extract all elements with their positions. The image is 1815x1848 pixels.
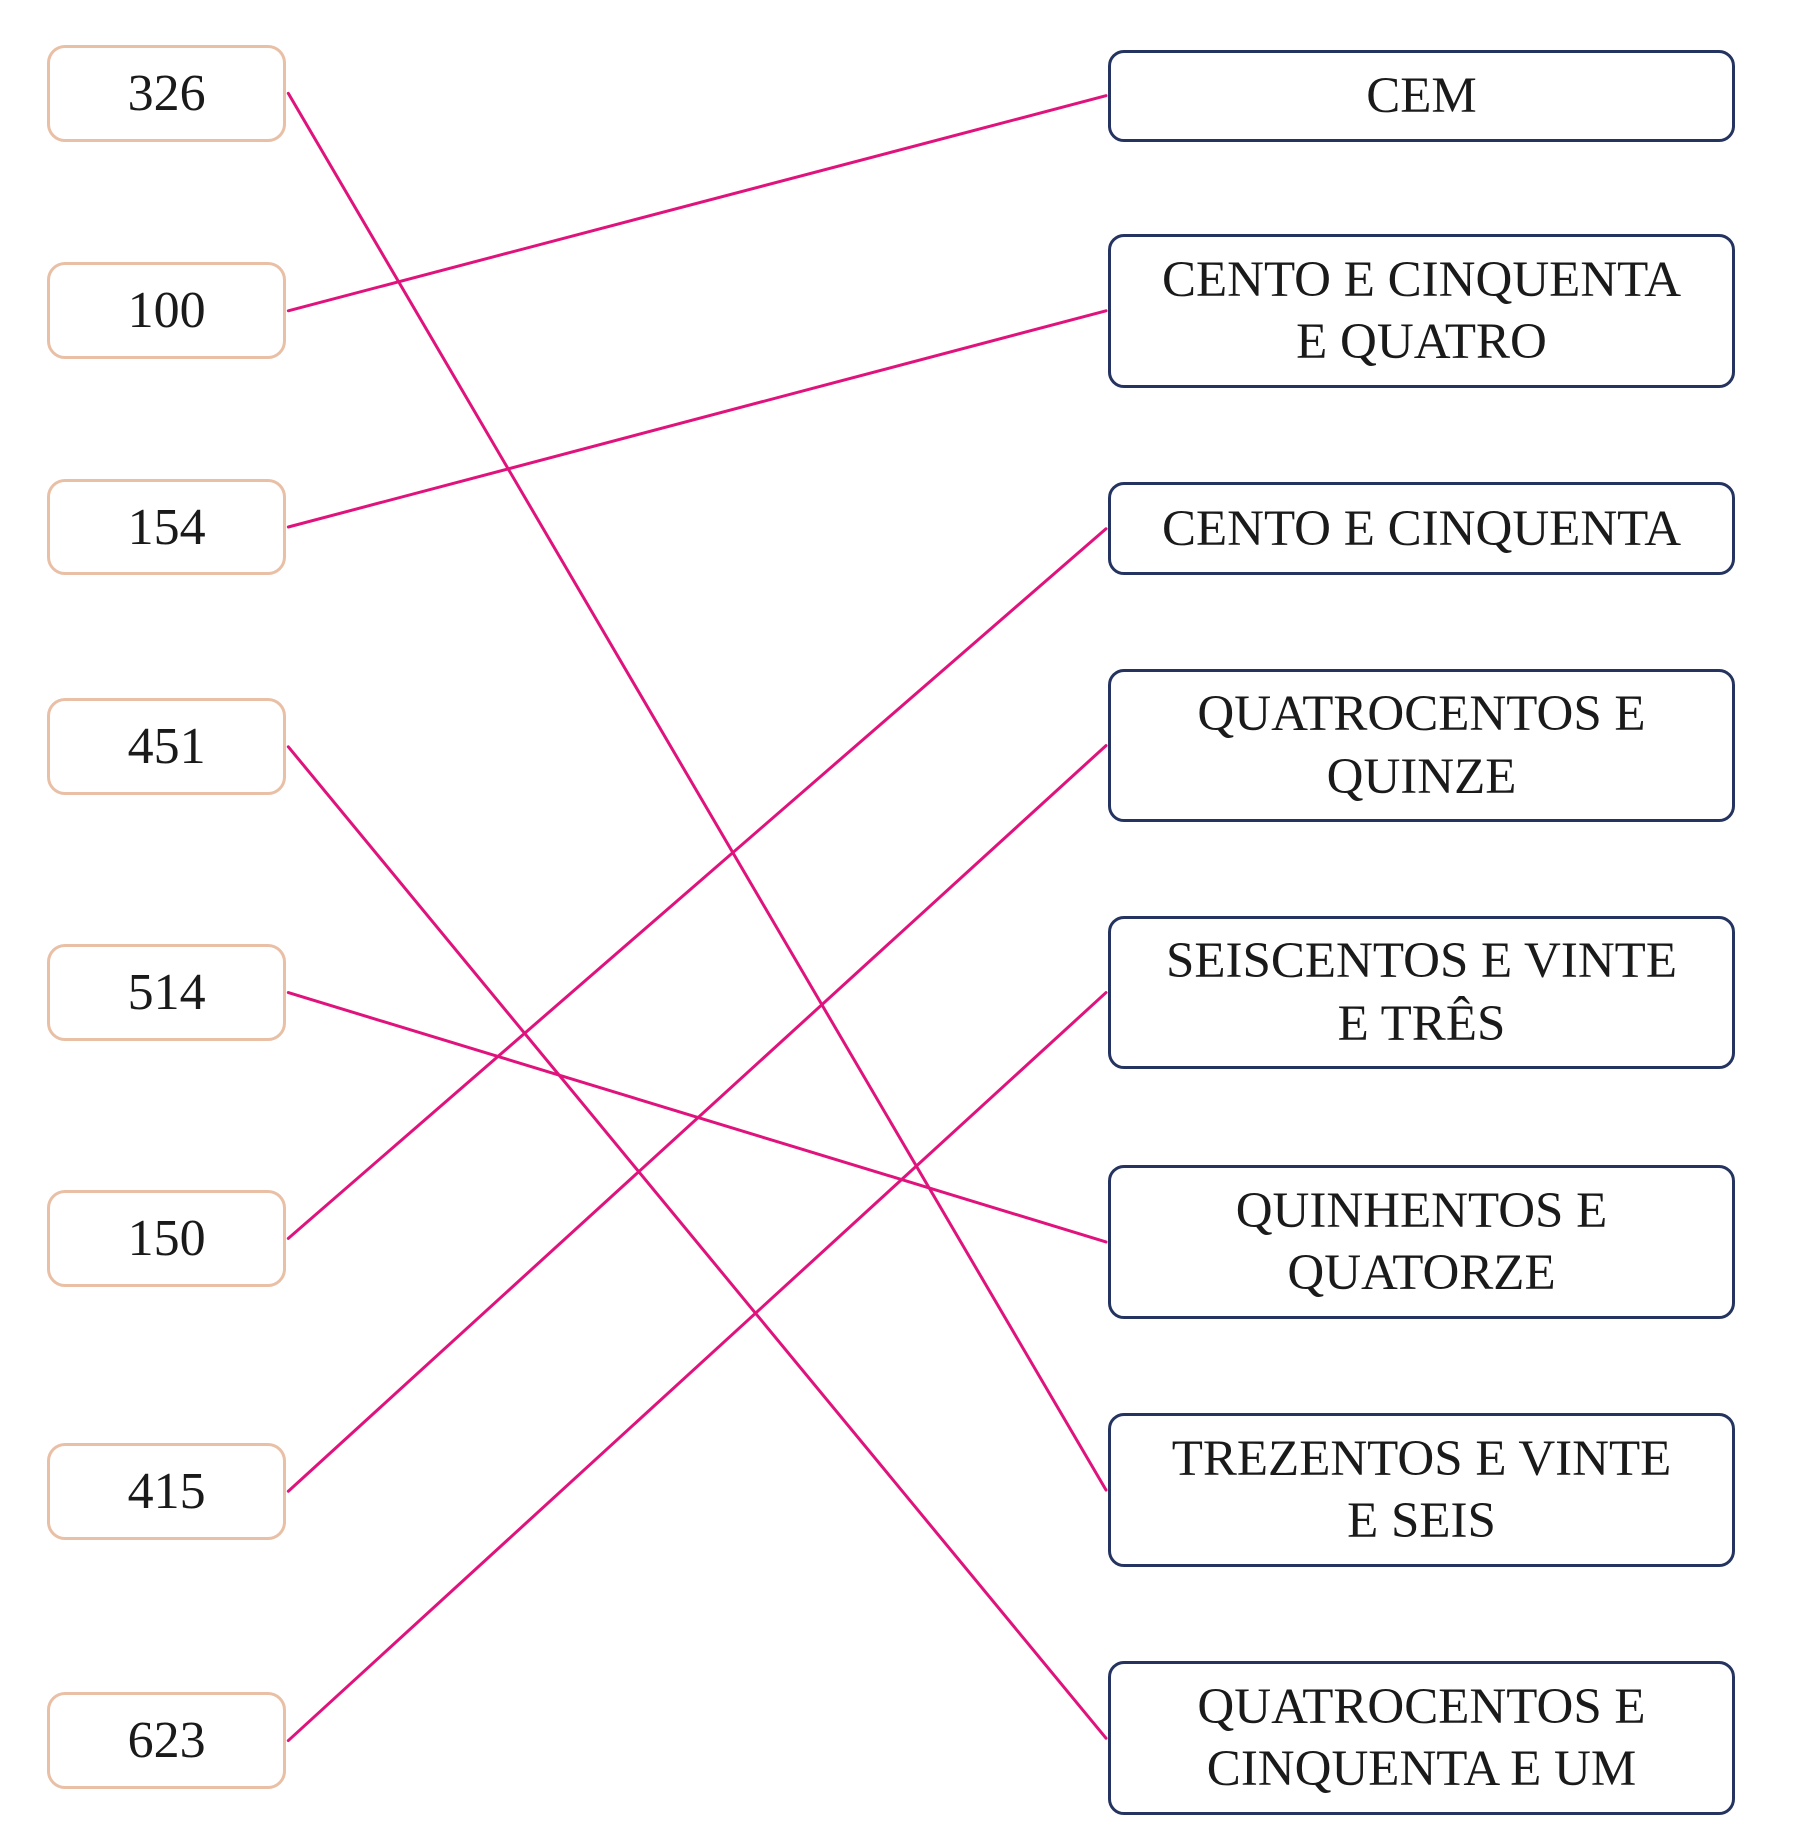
word-box: QUATROCENTOS E CINQUENTA E UM	[1108, 1661, 1735, 1815]
number-box: 623	[47, 1692, 286, 1789]
number-box: 451	[47, 698, 286, 796]
word-line: E QUATRO	[1296, 313, 1547, 370]
connector-line	[286, 991, 1108, 1743]
word-line: SEISCENTOS E VINTE	[1166, 933, 1677, 990]
word-line: TREZENTOS E VINTE	[1171, 1430, 1672, 1487]
word-line: QUINHENTOS E	[1235, 1182, 1608, 1239]
word-line: CINQUENTA E UM	[1206, 1741, 1637, 1798]
word-line: E SEIS	[1347, 1493, 1496, 1550]
connector-line	[286, 309, 1108, 529]
connector-line	[286, 91, 1108, 1492]
word-line: QUATORZE	[1287, 1244, 1556, 1301]
connector-line	[286, 745, 1108, 1740]
number-box: 326	[47, 44, 286, 142]
number-box: 514	[47, 944, 286, 1042]
word-line: QUATROCENTOS E	[1197, 686, 1646, 743]
connector-line	[286, 527, 1108, 1240]
number-box: 100	[47, 262, 286, 360]
word-box: CEM	[1108, 49, 1735, 142]
connector-line	[286, 94, 1108, 313]
connector-line	[286, 744, 1108, 1493]
word-box: CENTO E CINQUENTA	[1108, 482, 1735, 576]
number-box: 415	[47, 1442, 286, 1540]
word-line: E TRÊS	[1337, 995, 1506, 1052]
word-line: QUINZE	[1326, 748, 1517, 805]
number-box: 154	[47, 478, 286, 576]
word-line: CENTO E CINQUENTA	[1161, 251, 1682, 308]
word-box: TREZENTOS E VINTE E SEIS	[1108, 1413, 1735, 1567]
number-box: 150	[47, 1189, 286, 1287]
word-line: QUATROCENTOS E	[1197, 1678, 1646, 1735]
